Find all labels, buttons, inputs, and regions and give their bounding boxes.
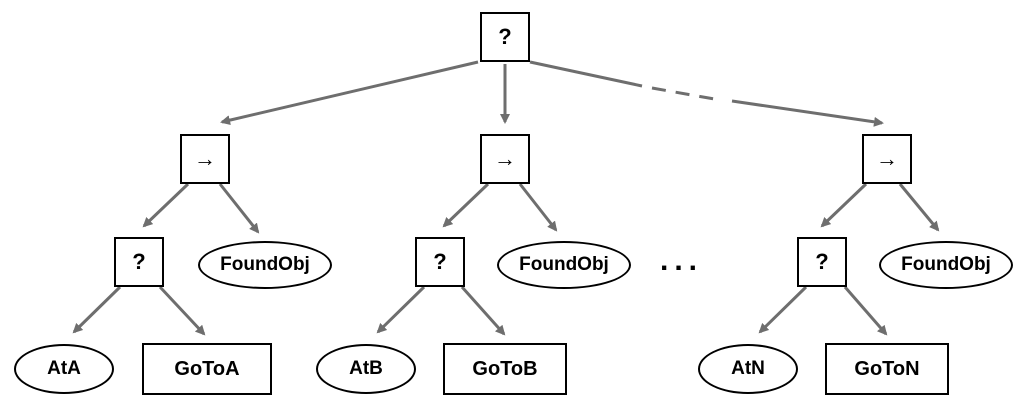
- edge-fallback-b-at-b: [376, 285, 426, 334]
- continuation-ellipsis: ...: [660, 244, 704, 277]
- action-goto-n: GoToN: [825, 343, 949, 395]
- edge-seq-a-found-a: [218, 183, 260, 234]
- condition-found-obj-n: FoundObj: [879, 241, 1013, 289]
- edge-fallback-a-goto-a: [158, 285, 206, 336]
- edge-seq-n-fallback-n: [820, 182, 868, 228]
- condition-at-b: AtB: [316, 344, 416, 394]
- edge-seq-b-fallback-b: [442, 182, 490, 228]
- condition-at-n: AtN: [698, 344, 798, 394]
- root-fallback-node: ?: [480, 12, 530, 62]
- edge-fallback-b-goto-b: [460, 286, 506, 336]
- edge-seq-b-found-b: [518, 183, 558, 232]
- edge-root-seq-a: [220, 60, 479, 126]
- sequence-node-n: →: [862, 134, 912, 184]
- edge-root-seq-n-solid: [529, 60, 643, 88]
- fallback-node-b: ?: [415, 237, 465, 287]
- condition-at-a: AtA: [14, 344, 114, 394]
- edge-seq-n-found-n: [898, 183, 940, 232]
- edge-fallback-n-at-n: [758, 285, 808, 334]
- fallback-node-a: ?: [114, 237, 164, 287]
- edge-fallback-a-at-a: [72, 285, 122, 334]
- sequence-node-b: →: [480, 134, 530, 184]
- sequence-node-a: →: [180, 134, 230, 184]
- edge-fallback-n-goto-n: [843, 286, 888, 336]
- edge-root-seq-n-end: [731, 99, 884, 127]
- fallback-node-n: ?: [797, 237, 847, 287]
- edge-seq-a-fallback-a: [142, 182, 190, 228]
- condition-found-obj-a: FoundObj: [198, 241, 332, 289]
- condition-found-obj-b: FoundObj: [497, 241, 631, 289]
- action-goto-a: GoToA: [142, 343, 272, 395]
- action-goto-b: GoToB: [443, 343, 567, 395]
- edge-root-seq-n-dashed: [651, 86, 721, 102]
